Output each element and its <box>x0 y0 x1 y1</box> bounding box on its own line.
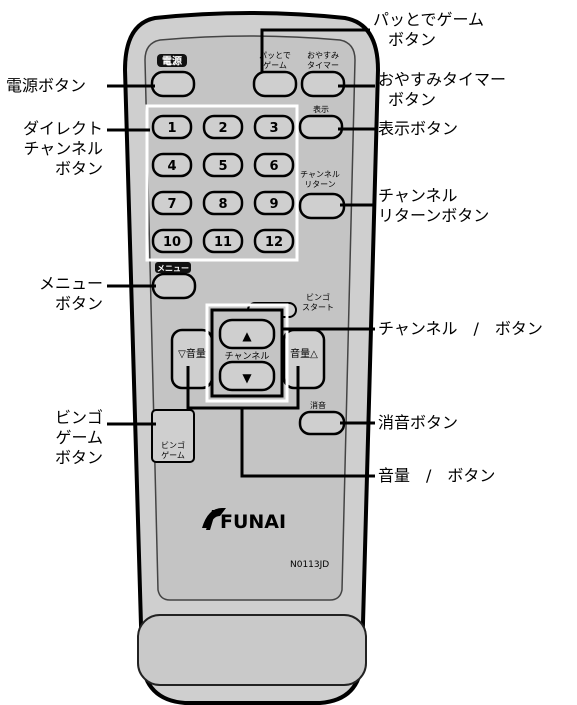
callout-quick-game-1: パッとでゲーム <box>373 10 485 29</box>
number-button-label-8: 8 <box>218 197 227 212</box>
bingo-start-panel-label-1: ビンゴ <box>306 292 330 302</box>
bingo-start-panel-label-2: スタート <box>302 303 334 312</box>
number-button-1[interactable] <box>151 114 193 140</box>
number-button-label-11: 11 <box>214 235 232 250</box>
channel-up-button[interactable] <box>218 318 276 350</box>
callout-channel-return-2: リターンボタン <box>378 206 490 225</box>
sleep-timer-button[interactable] <box>300 70 346 98</box>
quick-game-button[interactable] <box>252 70 298 98</box>
channel-return-panel-label-2: リターン <box>304 180 336 189</box>
keypad-highlight <box>145 104 299 262</box>
callout-sleep-2: ボタン <box>388 90 437 109</box>
callout-channel-updown: チャンネル / ボタン <box>378 319 543 338</box>
number-button-6[interactable] <box>253 152 295 178</box>
number-button-label-5: 5 <box>218 159 227 174</box>
mute-button[interactable] <box>298 410 346 436</box>
number-button-7[interactable] <box>151 190 193 216</box>
channel-return-panel-label-1: チャンネル <box>300 170 340 179</box>
bingo-game-button[interactable] <box>151 409 195 463</box>
callout-channel-return-1: チャンネル <box>378 186 458 205</box>
number-button-10[interactable] <box>151 228 193 254</box>
sleep-panel-label-2: タイマー <box>307 61 339 70</box>
number-button-label-12: 12 <box>265 235 283 250</box>
callout-menu-2: ボタン <box>54 294 103 313</box>
callout-volume: 音量 / ボタン <box>378 466 496 485</box>
volume-down-panel-label: ▽音量 <box>178 347 206 360</box>
number-button-5[interactable] <box>202 152 244 178</box>
number-button-label-1: 1 <box>167 121 176 136</box>
callout-display: 表示ボタン <box>378 119 459 138</box>
number-button-label-4: 4 <box>167 159 176 174</box>
number-button-9[interactable] <box>253 190 295 216</box>
callout-power: 電源ボタン <box>6 76 87 95</box>
power-panel-label: 電源 <box>162 55 182 68</box>
callout-menu-1: メニュー <box>38 274 103 293</box>
bingo-game-panel-label-1: ビンゴ <box>161 440 185 450</box>
model-number: N0113JD <box>290 560 329 570</box>
quick-game-panel-label-2: ゲーム <box>263 60 287 70</box>
number-button-8[interactable] <box>202 190 244 216</box>
channel-down-arrow-icon: ▼ <box>242 371 252 385</box>
callout-direct-1: ダイレクト <box>22 119 103 138</box>
quick-game-panel-label-1: パッとで <box>259 51 291 60</box>
number-button-label-7: 7 <box>167 197 176 212</box>
display-panel-label: 表示 <box>313 104 329 114</box>
number-button-label-3: 3 <box>269 121 278 136</box>
callout-direct-2: チャンネル <box>23 139 103 158</box>
menu-panel-label: メニュー <box>157 264 189 273</box>
leader-quick-game <box>260 28 370 72</box>
display-button[interactable] <box>298 114 344 140</box>
number-button-2[interactable] <box>202 114 244 140</box>
number-button-label-2: 2 <box>218 121 227 136</box>
funai-logo-mark <box>202 508 226 530</box>
bingo-game-panel-label-2: ゲーム <box>161 450 185 460</box>
channel-up-arrow-icon: ▲ <box>242 329 252 343</box>
callout-bingo-game-3: ボタン <box>54 448 103 467</box>
callout-mute: 消音ボタン <box>378 413 459 432</box>
sleep-panel-label-1: おやすみ <box>307 51 339 60</box>
number-button-label-10: 10 <box>163 235 181 250</box>
volume-up-panel-label: 音量△ <box>290 347 318 360</box>
mute-panel-label: 消音 <box>310 400 326 410</box>
callout-direct-3: ボタン <box>54 159 103 178</box>
menu-button[interactable] <box>151 272 197 300</box>
leader-lines <box>107 28 375 478</box>
leader-volume-drop <box>240 408 375 478</box>
channel-block-inner-highlight <box>205 303 289 403</box>
callout-sleep-1: おやすみタイマー <box>378 70 507 89</box>
channel-return-button[interactable] <box>298 192 346 220</box>
power-label-box: 電源 <box>157 54 187 68</box>
menu-label-box: メニュー <box>155 262 191 273</box>
number-button-4[interactable] <box>151 152 193 178</box>
callout-bingo-game-1: ビンゴ <box>54 408 103 427</box>
number-button-11[interactable] <box>202 228 244 254</box>
number-button-12[interactable] <box>253 228 295 254</box>
callout-quick-game-2: ボタン <box>388 30 437 49</box>
power-button[interactable] <box>150 70 196 98</box>
channel-center-panel-label: チャンネル <box>225 351 270 362</box>
brand-logo-text: FUNAI <box>220 511 286 533</box>
number-button-3[interactable] <box>253 114 295 140</box>
battery-cover <box>137 614 367 686</box>
channel-down-button[interactable] <box>218 360 276 392</box>
callout-bingo-game-2: ゲーム <box>55 428 103 447</box>
number-button-label-9: 9 <box>269 197 278 212</box>
funai-logo: FUNAI <box>202 508 286 533</box>
number-button-label-6: 6 <box>269 159 278 174</box>
